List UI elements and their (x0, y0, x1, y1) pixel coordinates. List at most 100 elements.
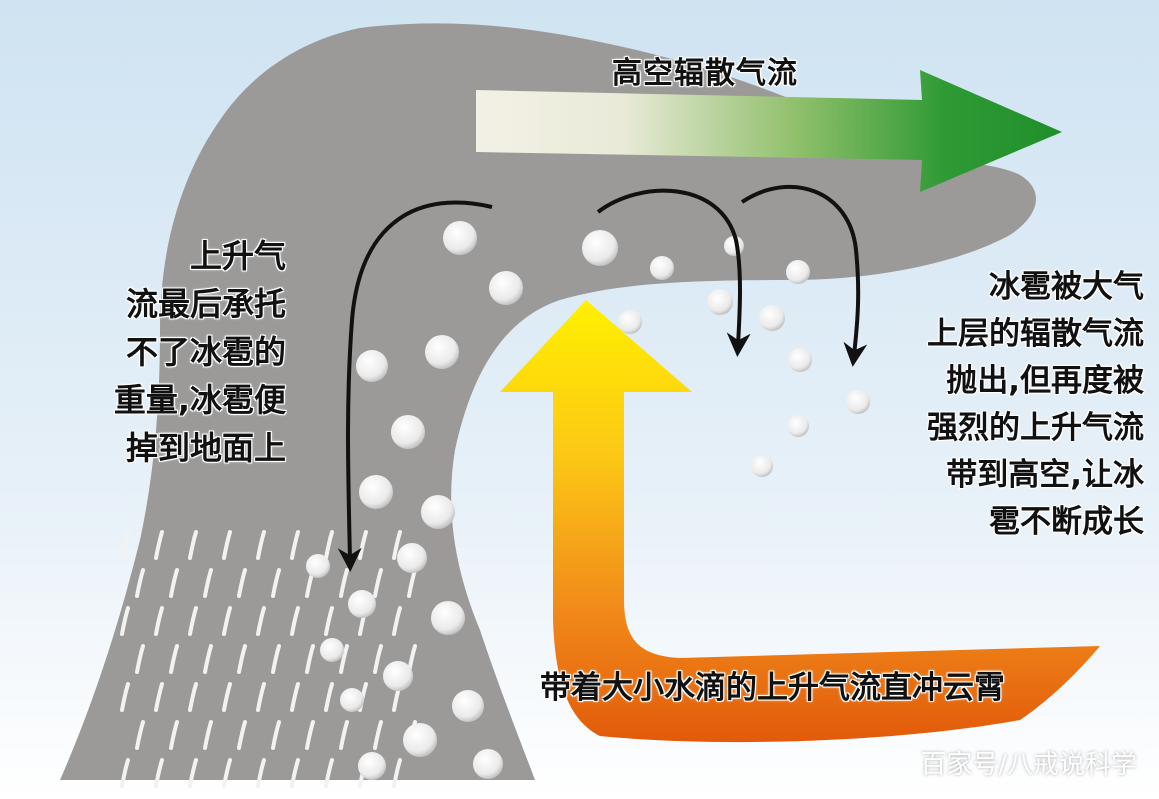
rain-streak (339, 644, 349, 674)
hailstone (391, 415, 425, 449)
rain-streak (373, 644, 383, 674)
rain-streak (203, 644, 213, 674)
hailstone (846, 390, 870, 414)
rain-streak (120, 682, 130, 712)
rain-streak (339, 720, 349, 750)
rain-streak (256, 530, 266, 560)
hailstone (431, 601, 465, 635)
left-caption-line: 不了冰雹的 (125, 333, 286, 371)
rain-streak (169, 568, 179, 598)
right-caption-line: 抛出,但再度被 (946, 363, 1144, 399)
hailstone (425, 335, 459, 369)
hailstones (306, 221, 870, 780)
outflow-label: 高空辐散气流 (612, 56, 798, 91)
hailstone (582, 230, 618, 266)
left-caption: 上升气 流最后承托 不了冰雹的 重量,冰雹便 掉到地面上 (66, 232, 286, 472)
rain-streak (188, 758, 198, 788)
rain-streak (290, 530, 300, 560)
rain-streak (222, 758, 232, 788)
rain-streak (305, 644, 315, 674)
rain-streak (324, 682, 334, 712)
rain-streak (203, 720, 213, 750)
hailstone (356, 350, 388, 382)
hailstone (306, 554, 330, 578)
hailstone (489, 271, 523, 305)
rain-streak (271, 568, 281, 598)
hailstone (403, 723, 437, 757)
rain-streak (135, 644, 145, 674)
rain-streak (392, 758, 402, 788)
rain-streak (120, 530, 130, 560)
left-caption-line: 掉到地面上 (125, 429, 286, 467)
left-caption-line: 重量,冰雹便 (113, 381, 286, 419)
rain-streak (256, 758, 266, 788)
rain-streak (373, 720, 383, 750)
hailstone (759, 305, 785, 331)
rain-streak (256, 606, 266, 636)
hailstone (786, 260, 810, 284)
rain-streak (203, 568, 213, 598)
hailstone (348, 590, 376, 618)
rain-streak (373, 568, 383, 598)
fall-arrow-middle (596, 188, 751, 357)
outflow-arrow (476, 70, 1062, 192)
rain-streak (392, 606, 402, 636)
rain-streak (154, 682, 164, 712)
hailstone (452, 690, 484, 722)
hailstone (340, 688, 364, 712)
hailstone (707, 289, 733, 315)
right-caption-line: 冰雹被大气 (989, 269, 1144, 305)
rain-streak (290, 682, 300, 712)
right-caption-line: 强烈的上升气流 (927, 410, 1144, 446)
rain-streak (188, 530, 198, 560)
rain-streak (222, 682, 232, 712)
hailstone (397, 543, 427, 573)
rain-streak (237, 720, 247, 750)
fall-arrow-left (337, 200, 493, 572)
updraft-label: 带着大小水滴的上升气流直冲云霄 (540, 670, 1005, 706)
rain-streak (154, 758, 164, 788)
storm-cloud (60, 23, 1037, 781)
rain-streak (135, 568, 145, 598)
hailstone (751, 455, 773, 477)
rain-streak (305, 720, 315, 750)
rain-streak (237, 644, 247, 674)
rain-streak (271, 644, 281, 674)
right-caption-line: 雹不断成长 (989, 504, 1144, 540)
rain-streak (135, 720, 145, 750)
rain-streak (120, 758, 130, 788)
rain-streak (169, 644, 179, 674)
rain-streak (120, 606, 130, 636)
rain-streak (392, 530, 402, 560)
hailstone (358, 752, 386, 780)
rain-streak (188, 682, 198, 712)
hailstone (383, 661, 413, 691)
rain-streak (188, 606, 198, 636)
hailstone (359, 475, 393, 509)
rain-streak (271, 720, 281, 750)
hailstone (618, 310, 642, 334)
right-caption-line: 带到高空,让冰 (946, 457, 1144, 493)
rain-streak (222, 530, 232, 560)
rain-streak (324, 758, 334, 788)
rain-streak (290, 758, 300, 788)
right-caption-line: 上层的辐散气流 (927, 316, 1144, 352)
hailstone (421, 495, 455, 529)
rain-streak (256, 682, 266, 712)
hailstone (473, 749, 503, 779)
fall-arrow-right (740, 185, 868, 367)
rain-streak (324, 606, 334, 636)
rain-streaks (120, 530, 417, 788)
rain-streak (290, 606, 300, 636)
hailstone (650, 256, 674, 280)
right-caption: 冰雹被大气 上层的辐散气流 抛出,但再度被 强烈的上升气流 带到高空,让冰 雹不… (882, 264, 1144, 546)
hailstone (787, 415, 809, 437)
left-caption-line: 流最后承托 (125, 285, 286, 323)
rain-streak (154, 606, 164, 636)
rain-streak (169, 720, 179, 750)
rain-streak (222, 606, 232, 636)
hailstone (320, 638, 344, 662)
rain-streak (154, 530, 164, 560)
hailstone (788, 348, 812, 372)
